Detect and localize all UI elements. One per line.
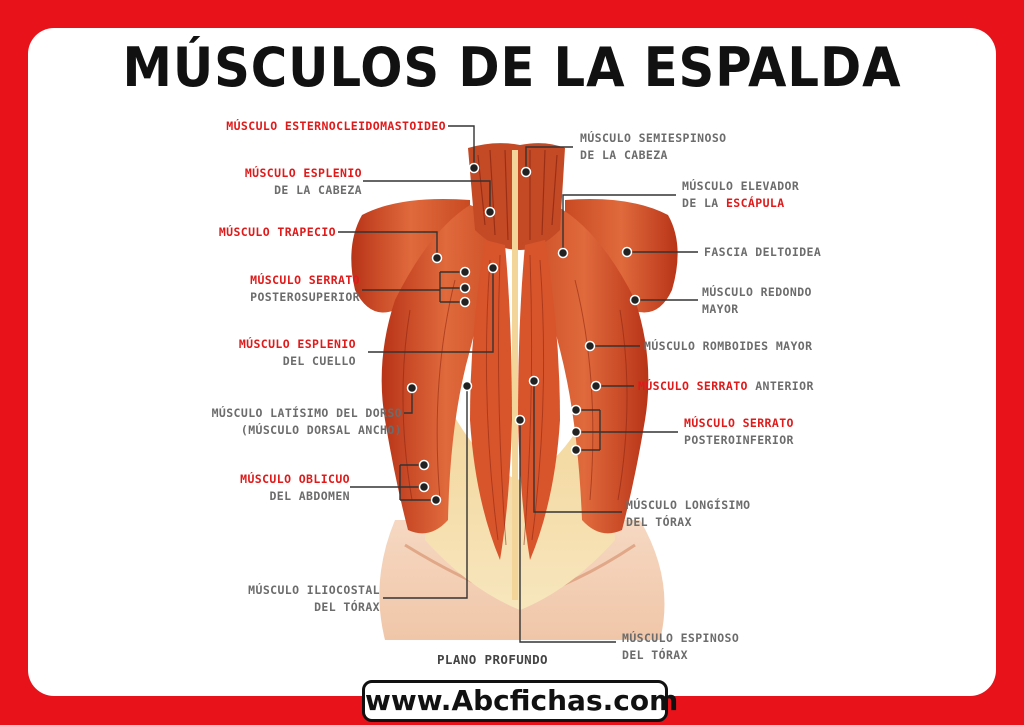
label-romboides-mayor: MÚSCULO ROMBOIDES MAYOR	[644, 339, 813, 353]
label-serrato-anterior: MÚSCULO SERRATO ANTERIOR	[638, 379, 814, 393]
left-torso-muscles	[381, 205, 510, 534]
label-trapecio: MÚSCULO TRAPECIO	[218, 225, 336, 239]
label-esternocleidomastoideo: MÚSCULO ESTERNOCLEIDOMASTOIDEO	[226, 119, 446, 133]
left-shoulder	[351, 199, 470, 313]
label-fascia-deltoidea: FASCIA DELTOIDEA	[704, 245, 822, 259]
website-link[interactable]: www.Abcfichas.com	[362, 680, 678, 722]
right-torso-muscles	[520, 205, 649, 534]
right-shoulder	[565, 199, 678, 313]
label-latisimo-dorso: MÚSCULO LATÍSIMO DEL DORSO(MÚSCULO DORSA…	[211, 406, 402, 437]
label-plano-profundo: PLANO PROFUNDO	[437, 652, 548, 667]
pointer-dots	[406, 162, 641, 506]
page-title: MÚSCULOS DE LA ESPALDA	[122, 36, 902, 99]
